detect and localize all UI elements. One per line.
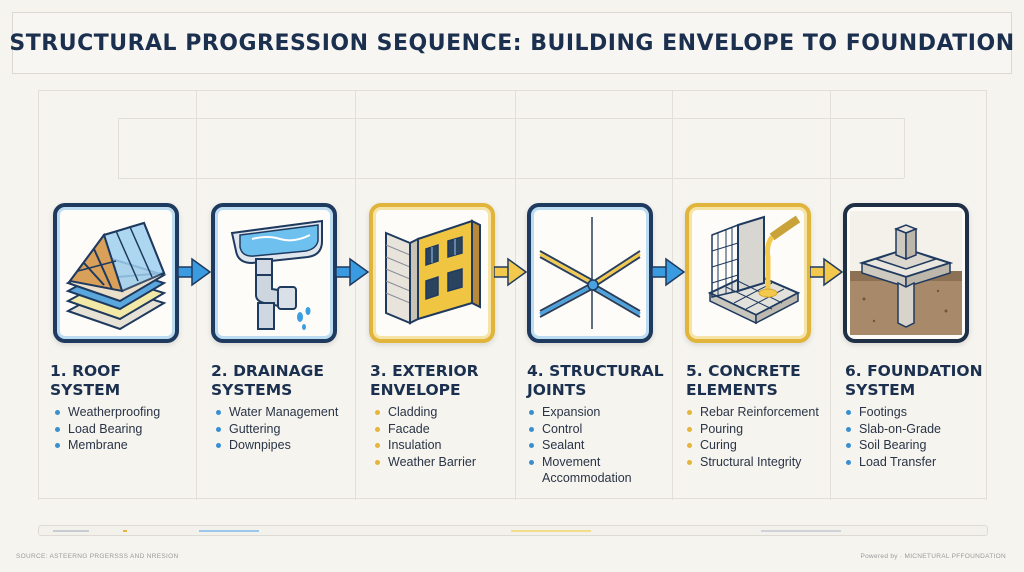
- footing-column-icon: [850, 211, 962, 335]
- title-box: STRUCTURAL PROGRESSION SEQUENCE: BUILDIN…: [9, 12, 1015, 74]
- step-card-exterior-envelope: [369, 203, 495, 343]
- step-list-foundation: Footings Slab-on-Grade Soil Bearing Load…: [845, 404, 941, 470]
- footer-progress-bar: [38, 525, 988, 536]
- list-item: Weatherproofing: [54, 404, 160, 421]
- joint-intersection-icon: [539, 217, 641, 329]
- list-item: Cladding: [374, 404, 476, 421]
- list-item: Facade: [374, 421, 476, 438]
- step-card-structural-joints: [527, 203, 653, 343]
- list-item: Sealant: [528, 437, 632, 454]
- step-card-concrete-elements: [685, 203, 811, 343]
- list-item: Membrane: [54, 437, 160, 454]
- arrow-right-icon: [810, 257, 844, 287]
- step-card-roof: [53, 203, 179, 343]
- step-list-roof: Weatherproofing Load Bearing Membrane: [54, 404, 160, 454]
- arrow-right-icon: [336, 257, 370, 287]
- list-item: Guttering: [215, 421, 338, 438]
- list-item: Slab-on-Grade: [845, 421, 941, 438]
- wall-facade-icon: [385, 219, 481, 325]
- page-title: STRUCTURAL PROGRESSION SEQUENCE: BUILDIN…: [9, 30, 1015, 56]
- footer-credit: Powered by · MICNETURAL PFFOUNDATION: [860, 553, 1006, 560]
- list-item: Curing: [686, 437, 819, 454]
- list-item: Weather Barrier: [374, 454, 476, 471]
- list-item: Soil Bearing: [845, 437, 941, 454]
- step-list-drainage: Water Management Guttering Downpipes: [215, 404, 338, 454]
- list-item: Control: [528, 421, 632, 438]
- step-list-exterior-envelope: Cladding Facade Insulation Weather Barri…: [374, 404, 476, 470]
- list-item: Water Management: [215, 404, 338, 421]
- list-item: Rebar Reinforcement: [686, 404, 819, 421]
- list-item: Load Transfer: [845, 454, 941, 471]
- list-item: Movement: [528, 454, 632, 471]
- list-item: Structural Integrity: [686, 454, 819, 471]
- concrete-pour-icon: [707, 215, 801, 325]
- list-item: Pouring: [686, 421, 819, 438]
- list-item: Footings: [845, 404, 941, 421]
- step-card-foundation: [843, 203, 969, 343]
- list-item: Load Bearing: [54, 421, 160, 438]
- arrow-right-icon: [178, 257, 212, 287]
- list-item: Insulation: [374, 437, 476, 454]
- roof-layers-icon: [65, 221, 167, 331]
- gutter-downpipe-icon: [230, 219, 323, 330]
- list-item: Downpipes: [215, 437, 338, 454]
- arrow-right-icon: [652, 257, 686, 287]
- step-list-concrete-elements: Rebar Reinforcement Pouring Curing Struc…: [686, 404, 819, 470]
- arrow-right-icon: [494, 257, 528, 287]
- step-list-structural-joints: Expansion Control Sealant Movement Accom…: [528, 404, 632, 487]
- footer-source: SOURCE: ASTEERNG PRGERSSS AND NRESION: [16, 553, 179, 560]
- step-card-drainage: [211, 203, 337, 343]
- list-item-continuation: Accommodation: [542, 471, 632, 486]
- list-item: Expansion: [528, 404, 632, 421]
